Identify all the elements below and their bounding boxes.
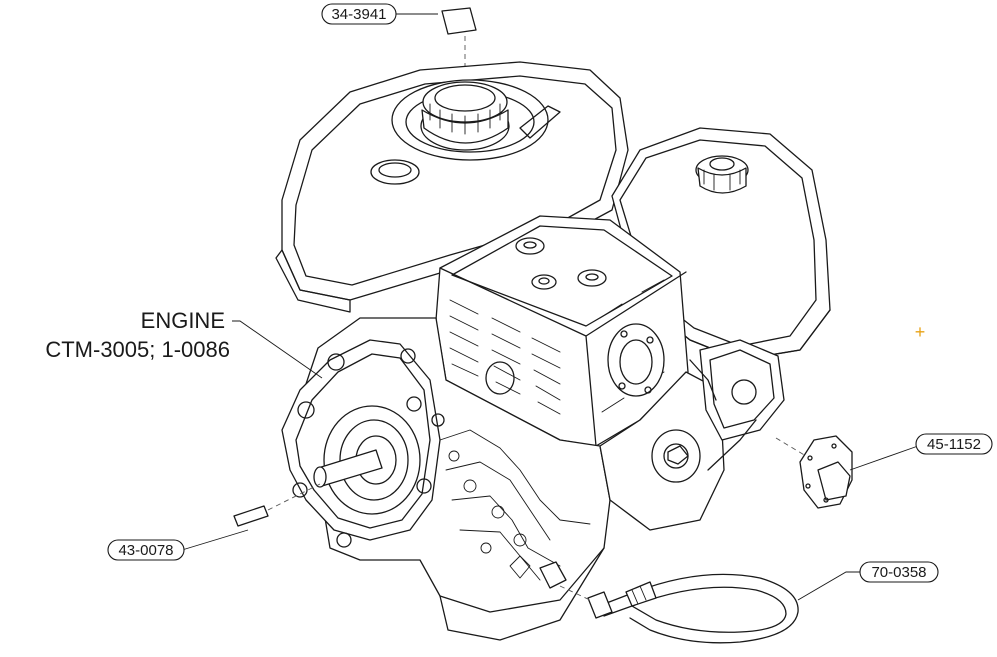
sticker-part — [441, 7, 477, 35]
engine-label-group: ENGINE CTM-3005; 1-0086 — [45, 308, 323, 379]
plate-part — [799, 435, 853, 509]
engine-illustration — [275, 61, 831, 641]
callout-43-0078: 43-0078 — [107, 529, 249, 561]
callout-34-3941: 34-3941 — [321, 3, 438, 25]
hose-part — [587, 573, 799, 644]
callout-label-70-0358: 70-0358 — [871, 564, 926, 581]
callout-label-45-1152: 45-1152 — [927, 436, 981, 453]
callout-45-1152: 45-1152 — [849, 433, 993, 471]
engine-title: ENGINE — [141, 308, 225, 333]
callout-70-0358: 70-0358 — [797, 561, 939, 601]
engine-part-numbers: CTM-3005; 1-0086 — [45, 337, 230, 362]
orange-plus-marker: + — [915, 322, 926, 342]
key-part — [233, 505, 269, 527]
callout-label-43-0078: 43-0078 — [118, 542, 173, 559]
callout-label-34-3941: 34-3941 — [331, 6, 386, 23]
